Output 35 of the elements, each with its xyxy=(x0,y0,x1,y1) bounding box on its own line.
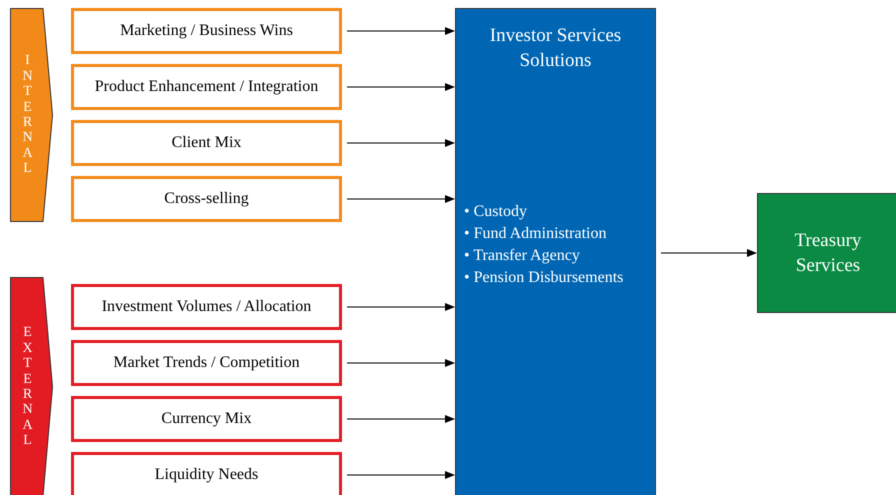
bullet-item: • Pension Disbursements xyxy=(464,268,624,288)
arrow xyxy=(346,415,455,423)
factor-label: Product Enhancement / Integration xyxy=(94,77,318,97)
factor-box xyxy=(71,120,342,166)
arrow xyxy=(346,27,455,35)
bullet-item: • Transfer Agency xyxy=(464,246,581,266)
factor-label: Currency Mix xyxy=(161,409,252,429)
factor-box xyxy=(71,176,342,222)
factor-box xyxy=(71,8,342,54)
bullet-item: • Custody xyxy=(464,202,528,222)
vertical-label: EXTERNAL xyxy=(21,325,34,449)
arrow xyxy=(346,139,455,147)
factor-box xyxy=(71,396,342,442)
arrow xyxy=(346,303,455,311)
arrow xyxy=(346,359,455,367)
service-box xyxy=(757,193,896,313)
factor-box xyxy=(71,340,342,386)
factor-label: Liquidity Needs xyxy=(154,465,258,485)
factor-box xyxy=(71,64,342,110)
factor-label: Investment Volumes / Allocation xyxy=(102,297,312,317)
vertical-label: INTERNAL xyxy=(21,53,34,177)
panel-title: Investor Services Solutions xyxy=(488,24,622,73)
service-label: Treasury Services xyxy=(794,229,862,278)
bullet-item: • Fund Administration xyxy=(464,224,608,244)
arrow xyxy=(660,249,757,257)
factor-label: Market Trends / Competition xyxy=(113,353,300,373)
solutions-panel xyxy=(455,8,656,495)
factor-box xyxy=(71,452,342,495)
factor-label: Marketing / Business Wins xyxy=(120,21,293,41)
arrow xyxy=(346,195,455,203)
factor-label: Cross-selling xyxy=(164,189,249,209)
factor-box xyxy=(71,284,342,330)
factor-label: Client Mix xyxy=(172,133,242,153)
arrow xyxy=(346,471,455,479)
arrow xyxy=(346,83,455,91)
